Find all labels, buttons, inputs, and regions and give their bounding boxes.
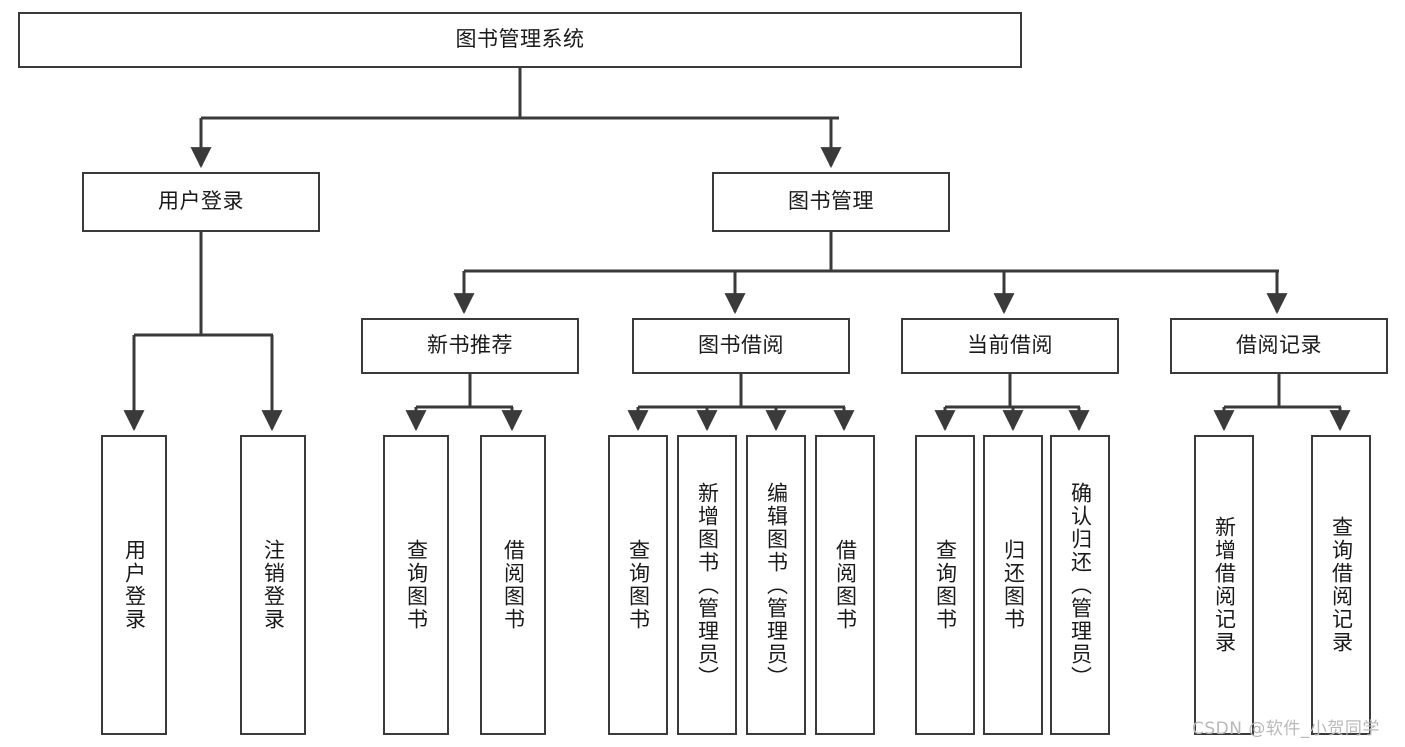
node-leaf-add-book-label: 新增图书（管理员） [695, 481, 720, 689]
node-leaf-edit-book-label: 编辑图书（管理员） [764, 481, 789, 689]
node-book-manage-label: 图书管理 [788, 189, 874, 214]
node-leaf-borrow-book-2[interactable]: 借阅图书 [815, 435, 875, 735]
node-leaf-query-book-3-label: 查询图书 [933, 539, 958, 631]
node-leaf-query-record-label: 查询借阅记录 [1329, 516, 1354, 654]
node-leaf-confirm-return-label: 确认归还（管理员） [1068, 481, 1093, 689]
node-leaf-add-record[interactable]: 新增借阅记录 [1194, 435, 1254, 735]
node-user-login-label: 用户登录 [158, 189, 244, 214]
node-book-borrow-label: 图书借阅 [698, 333, 784, 358]
node-leaf-query-book-1-label: 查询图书 [404, 539, 429, 631]
node-leaf-add-book[interactable]: 新增图书（管理员） [677, 435, 737, 735]
node-leaf-borrow-book-2-label: 借阅图书 [833, 539, 858, 631]
node-leaf-logout-label: 注销登录 [261, 539, 286, 631]
node-new-book-rec[interactable]: 新书推荐 [361, 318, 579, 374]
node-leaf-logout[interactable]: 注销登录 [240, 435, 306, 735]
node-leaf-borrow-book-1-label: 借阅图书 [501, 539, 526, 631]
node-book-manage[interactable]: 图书管理 [712, 172, 950, 232]
node-leaf-query-book-3[interactable]: 查询图书 [915, 435, 975, 735]
node-book-borrow[interactable]: 图书借阅 [632, 318, 850, 374]
csdn-watermark: CSDN @软件_小贺同学 [1192, 719, 1380, 739]
node-leaf-return-book-label: 归还图书 [1001, 539, 1026, 631]
node-borrow-record[interactable]: 借阅记录 [1170, 318, 1388, 374]
node-leaf-edit-book[interactable]: 编辑图书（管理员） [746, 435, 806, 735]
node-leaf-add-record-label: 新增借阅记录 [1212, 516, 1237, 654]
node-current-borrow[interactable]: 当前借阅 [901, 318, 1119, 374]
node-new-book-rec-label: 新书推荐 [427, 333, 513, 358]
node-leaf-query-book-1[interactable]: 查询图书 [383, 435, 449, 735]
node-leaf-confirm-return[interactable]: 确认归还（管理员） [1050, 435, 1110, 735]
node-leaf-query-book-2-label: 查询图书 [626, 539, 651, 631]
node-leaf-borrow-book-1[interactable]: 借阅图书 [480, 435, 546, 735]
node-root-label: 图书管理系统 [455, 27, 585, 52]
node-leaf-user-login[interactable]: 用户登录 [101, 435, 167, 735]
node-current-borrow-label: 当前借阅 [967, 333, 1053, 358]
node-leaf-query-book-2[interactable]: 查询图书 [608, 435, 668, 735]
node-leaf-query-record[interactable]: 查询借阅记录 [1311, 435, 1371, 735]
node-leaf-user-login-label: 用户登录 [122, 539, 147, 631]
node-borrow-record-label: 借阅记录 [1236, 333, 1322, 358]
node-root[interactable]: 图书管理系统 [18, 12, 1022, 68]
node-leaf-return-book[interactable]: 归还图书 [983, 435, 1043, 735]
node-user-login[interactable]: 用户登录 [82, 172, 320, 232]
